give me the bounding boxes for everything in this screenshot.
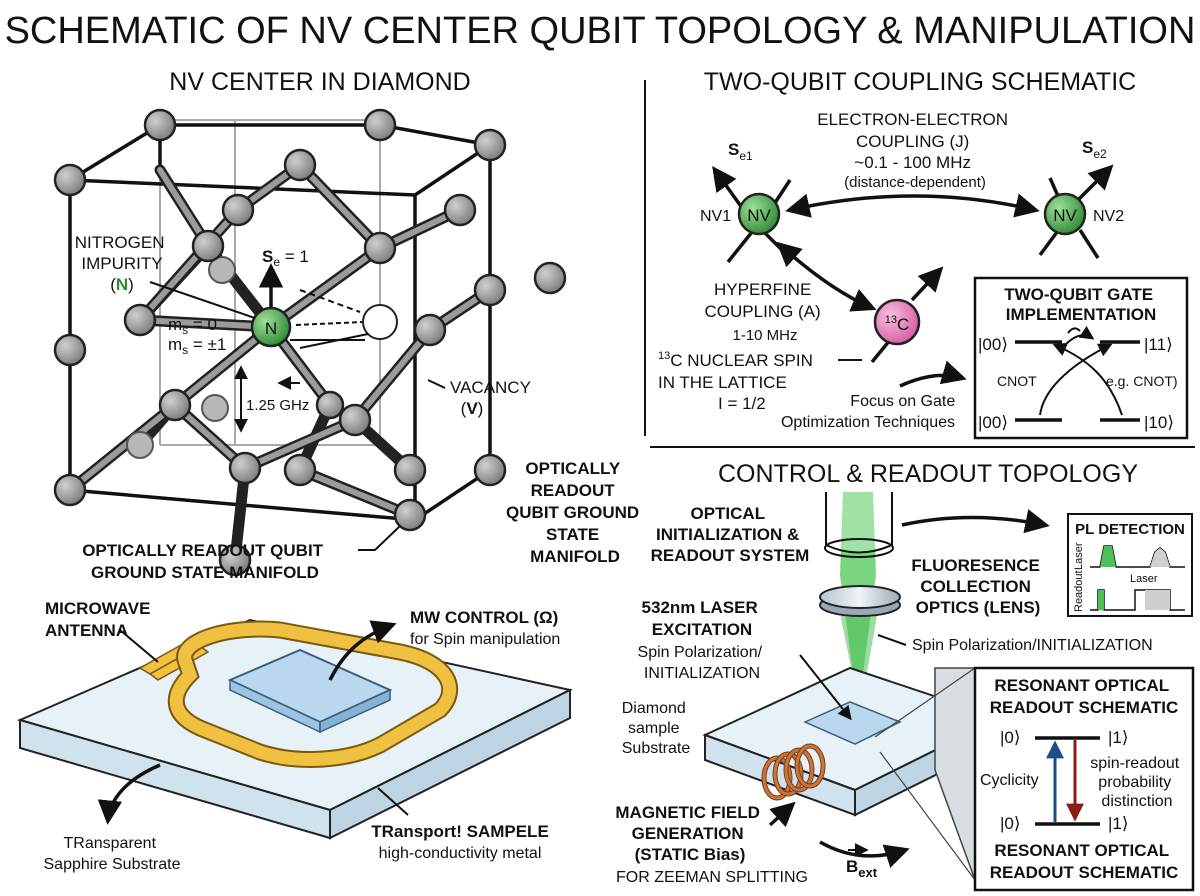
- vacancy-site: [362, 304, 398, 340]
- nv-heading: NV CENTER IN DIAMOND: [169, 68, 470, 96]
- laser-tube: [825, 492, 893, 554]
- bext-label: Bext: [846, 857, 878, 880]
- ms1-label: ms = ±1: [168, 335, 226, 357]
- nuclear-spin-label-line2: IN THE LATTICE: [658, 373, 787, 392]
- resonant-state-1-top: |1⟩: [1108, 728, 1129, 747]
- carbon13-atom: [873, 298, 921, 346]
- control-section: CONTROL & READOUT TOPOLOGY OPTICAL INITI…: [615, 460, 1152, 886]
- gate-state-00-top: |00⟩: [978, 335, 1008, 354]
- vacancy-label: VACANCY: [450, 378, 531, 397]
- hyperfine-label: HYPERFINE COUPLING (A) 1-10 MHz: [705, 280, 826, 344]
- lattice-bonds: [64, 159, 496, 566]
- magnetic-coil: [761, 743, 826, 801]
- microwave-antenna-loop: [169, 622, 456, 766]
- gate-title: TWO-QUBIT GATE IMPLEMENTATION: [1004, 285, 1158, 324]
- magnetic-label: MAGNETIC FIELD GENERATION (STATIC Bias): [615, 803, 764, 864]
- spin-label: Se = 1: [262, 247, 309, 269]
- nv2-atom-label: NV: [1053, 206, 1077, 225]
- gate-cnot-right: e.g. CNOT): [1106, 373, 1178, 389]
- nitrogen-atom: [250, 306, 292, 348]
- optical-system-label: OPTICAL INITIALIZATION & READOUT SYSTEM: [651, 504, 810, 565]
- fluorescence-label: FLUORESENCE COLLECTION OPTICS (LENS): [911, 556, 1044, 617]
- mw-control-label: MW CONTROL (Ω): [410, 608, 558, 627]
- ground-state-right-label: OPTICALLY READOUT QUBIT GROUND STATE MAN…: [506, 459, 644, 566]
- lattice-atoms: [53, 108, 567, 577]
- nuclear-spin-label-line1: 13C NUCLEAR SPIN: [658, 350, 813, 370]
- resonant-state-0-top: |0⟩: [1000, 728, 1021, 747]
- ee-coupling-arrow: [785, 193, 1040, 218]
- gate-cnot-left: CNOT: [997, 373, 1037, 389]
- control-heading: CONTROL & READOUT TOPOLOGY: [718, 460, 1138, 488]
- gate-state-00-bottom: |00⟩: [978, 413, 1008, 432]
- bext-arrow: [819, 840, 910, 868]
- resonant-readout-box: RESONANT OPTICAL READOUT SCHEMATIC |0⟩ |…: [874, 666, 1195, 892]
- microwave-section: MICROWAVE ANTENNA MW CONTROL (Ω) for Spi…: [17, 599, 573, 873]
- cyclicity-label: Cyclicity: [980, 772, 1039, 789]
- laser-label: 532nm LASER EXCITATION: [642, 598, 763, 639]
- nv1-atom-label: NV: [747, 206, 771, 225]
- lattice-back-atoms: [126, 256, 236, 459]
- se2-label: Se2: [1082, 138, 1107, 161]
- spin-polarization-right: Spin Polarization/INITIALIZATION: [912, 637, 1153, 654]
- nitrogen-symbol-line: (N): [110, 275, 134, 294]
- gate-box: TWO-QUBIT GATE IMPLEMENTATION |00⟩ |11⟩ …: [973, 276, 1189, 440]
- mw-control-arrow: [328, 620, 397, 681]
- focus-label: Focus on Gate Optimization Techniques: [781, 393, 960, 431]
- resonant-title-bottom: RESONANT OPTICAL READOUT SCHEMATIC: [990, 841, 1179, 882]
- coupling-section: TWO-QUBIT COUPLING SCHEMATIC ELECTRON-EL…: [658, 68, 1136, 431]
- coupling-heading: TWO-QUBIT COUPLING SCHEMATIC: [704, 68, 1136, 96]
- mw-control-sub: for Spin manipulation: [410, 631, 560, 648]
- pl-detection-box: PL DETECTION Laser Readout Laser: [1067, 513, 1193, 617]
- laser-sub-label: Spin Polarization/ INITIALIZATION: [638, 644, 767, 682]
- ground-state-left-label: OPTICALLY READOUT QUBIT GROUND STATE MAN…: [82, 541, 328, 582]
- spin-readout-label: spin-readout probability distinction: [1090, 755, 1183, 810]
- nv2-center: [1043, 192, 1087, 236]
- nitrogen-label: NITROGEN IMPURITY: [75, 233, 169, 273]
- nv1-label: NV1: [700, 208, 731, 225]
- zeeman-label: FOR ZEEMAN SPLITTING: [616, 869, 808, 886]
- collection-lens: [819, 585, 901, 609]
- substrate-right-sub: high-conductivity metal: [379, 845, 542, 862]
- pl-laser-label: Laser: [1130, 573, 1158, 585]
- antenna-label: MICROWAVE ANTENNA: [45, 599, 155, 640]
- sample-chip: [803, 701, 902, 745]
- resonant-state-0-bottom: |0⟩: [1000, 814, 1021, 833]
- pl-title: PL DETECTION: [1075, 521, 1185, 538]
- carbon13-atom-label: 13C: [885, 314, 910, 334]
- ee-coupling-label: ELECTRON-ELECTRON COUPLING (J) ~0.1 - 10…: [817, 110, 1013, 191]
- nv2-label: NV2: [1093, 208, 1124, 225]
- substrate-arrow: [97, 763, 161, 825]
- gate-state-11: |11⟩: [1144, 335, 1173, 354]
- nuclear-spin-label-line3: I = 1/2: [718, 394, 766, 413]
- ms0-label: ms = 0: [168, 315, 217, 337]
- pl-laser-axis: Laser: [1073, 542, 1085, 570]
- page-title: SCHEMATIC OF NV CENTER QUBIT TOPOLOGY & …: [5, 10, 1196, 52]
- resonant-title-top: RESONANT OPTICAL READOUT SCHEMATIC: [990, 676, 1179, 717]
- gate-state-10: |10⟩: [1144, 413, 1174, 432]
- nitrogen-atom-label: N: [265, 319, 277, 338]
- splitting-label: 1.25 GHz: [246, 397, 309, 414]
- hyperfine-arrow: [776, 241, 877, 312]
- pl-readout-axis: Readout: [1073, 570, 1085, 612]
- resonant-state-1-bottom: |1⟩: [1108, 814, 1129, 833]
- nv1-center: [737, 192, 781, 236]
- vacancy-symbol-line: (V): [461, 399, 484, 418]
- substrate-right-label: TRansport! SAMPELE: [371, 822, 549, 841]
- substrate-left-label: TRansparent Sapphire Substrate: [44, 835, 181, 873]
- nv-center-section: NV CENTER IN DIAMOND: [53, 68, 644, 582]
- se1-label: Se1: [728, 140, 753, 163]
- diamond-sample-label: Diamond sample Substrate: [622, 700, 691, 757]
